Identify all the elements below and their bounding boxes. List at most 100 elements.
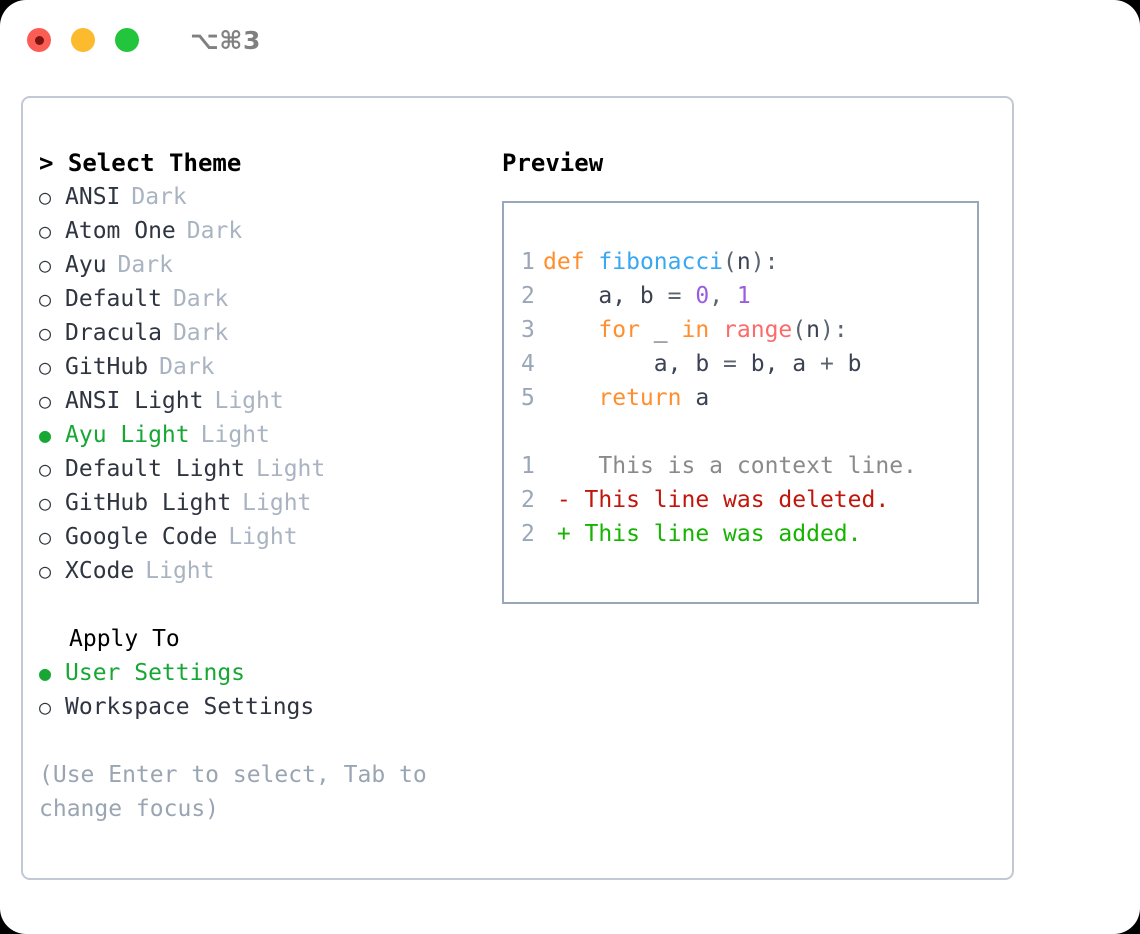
theme-option-label: Ayu: [65, 252, 107, 278]
code-line: 3 for _ in range(n):: [521, 313, 917, 347]
theme-option-ansi-light[interactable]: ○ ANSI Light Light: [39, 384, 499, 418]
apply-to-list[interactable]: ● User Settings ○ Workspace Settings: [39, 656, 499, 724]
theme-option-tag: Dark: [159, 354, 215, 380]
line-number: 1: [521, 249, 535, 275]
apply-to-option-user-settings[interactable]: ● User Settings: [39, 656, 499, 690]
radio-unselected-icon: ○: [39, 219, 52, 243]
code-line: 5 return a: [521, 381, 917, 415]
code-token-pun: [543, 385, 598, 411]
code-token-pun: ):: [750, 249, 779, 275]
radio-unselected-icon: ○: [39, 695, 52, 719]
code-line: 2 a, b = 0, 1: [521, 279, 917, 313]
preview-heading: Preview: [502, 149, 604, 177]
code-token-kw: for: [598, 317, 640, 343]
theme-option-label: Atom One: [65, 218, 176, 244]
diff-line-deleted: 2 - This line was deleted.: [521, 483, 917, 517]
apply-to-option-workspace-settings[interactable]: ○ Workspace Settings: [39, 690, 499, 724]
code-token-pun: (: [792, 317, 807, 343]
apply-to-option-label: User Settings: [65, 660, 246, 686]
theme-option-ayu-light[interactable]: ● Ayu Light Light: [39, 418, 499, 452]
line-number: 3: [521, 317, 535, 343]
diff-line-number: 1: [521, 453, 535, 479]
radio-unselected-icon: ○: [39, 491, 52, 515]
diff-marker: +: [543, 521, 571, 547]
radio-unselected-icon: ○: [39, 457, 52, 481]
apply-to-option-label: Workspace Settings: [65, 694, 315, 720]
minimize-button[interactable]: [71, 28, 95, 52]
titlebar: ⌥⌘3: [0, 0, 1140, 80]
code-token-id: _: [639, 317, 682, 343]
theme-option-label: Default: [65, 286, 162, 312]
code-token-pun: +: [819, 351, 848, 377]
theme-option-label: Dracula: [65, 320, 162, 346]
section-gap: [39, 588, 499, 622]
theme-option-label: GitHub Light: [65, 490, 232, 516]
diff-marker: -: [543, 487, 571, 513]
code-token-kw: def: [543, 249, 585, 275]
radio-selected-icon: ●: [39, 661, 52, 685]
radio-unselected-icon: ○: [39, 287, 52, 311]
code-token-pun: [543, 317, 598, 343]
radio-selected-icon: ●: [39, 423, 52, 447]
radio-unselected-icon: ○: [39, 525, 52, 549]
code-token-num: 1: [736, 283, 751, 309]
close-button[interactable]: [27, 28, 51, 52]
theme-option-dracula[interactable]: ○ Dracula Dark: [39, 316, 499, 350]
code-token-kw: in: [681, 317, 710, 343]
diff-text: This line was deleted.: [570, 487, 890, 513]
theme-option-label: GitHub: [65, 354, 149, 380]
theme-option-tag: Dark: [172, 320, 229, 346]
code-token-num: 0: [695, 283, 710, 309]
theme-option-label: Ayu Light: [65, 422, 190, 448]
theme-option-label: XCode: [65, 558, 135, 584]
code-line: 4 a, b = b, a + b: [521, 347, 917, 381]
maximize-button[interactable]: [115, 28, 139, 52]
theme-option-label: Default Light: [65, 456, 246, 482]
theme-option-tag: Light: [228, 524, 298, 550]
diff-text: This is a context line.: [570, 453, 917, 479]
diff-line-number: 2: [521, 521, 535, 547]
code-token-kw: return: [598, 385, 682, 411]
diff-marker: [543, 453, 571, 479]
radio-unselected-icon: ○: [39, 321, 52, 345]
code-token-id: b: [847, 351, 862, 377]
diff-line-context: 1 This is a context line.: [521, 449, 917, 483]
code-token-pun: =: [723, 351, 751, 377]
diff-text: This line was added.: [570, 521, 862, 547]
theme-option-tag: Light: [214, 388, 284, 414]
radio-unselected-icon: ○: [39, 559, 52, 583]
window-controls: [27, 28, 139, 52]
line-number: 2: [521, 283, 535, 309]
line-number: 4: [521, 351, 535, 377]
code-token-pun: ):: [820, 317, 848, 343]
code-token-id: a: [681, 385, 710, 411]
code-token-fn: fibonacci: [598, 249, 724, 275]
theme-option-tag: Light: [200, 422, 270, 448]
diff-line-added: 2 + This line was added.: [521, 517, 917, 551]
line-number: 5: [521, 385, 535, 411]
select-theme-heading: > Select Theme: [39, 149, 242, 177]
radio-unselected-icon: ○: [39, 253, 52, 277]
keyboard-shortcut-label: ⌥⌘3: [190, 25, 261, 55]
apply-to-heading: Apply To: [69, 626, 180, 652]
theme-option-label: ANSI Light: [65, 388, 204, 414]
code-diff-separator: [521, 415, 917, 449]
theme-option-github-light[interactable]: ○ GitHub Light Light: [39, 486, 499, 520]
theme-option-tag: Light: [242, 490, 312, 516]
keyboard-hint: (Use Enter to select, Tab to change focu…: [39, 762, 441, 822]
radio-unselected-icon: ○: [39, 389, 52, 413]
